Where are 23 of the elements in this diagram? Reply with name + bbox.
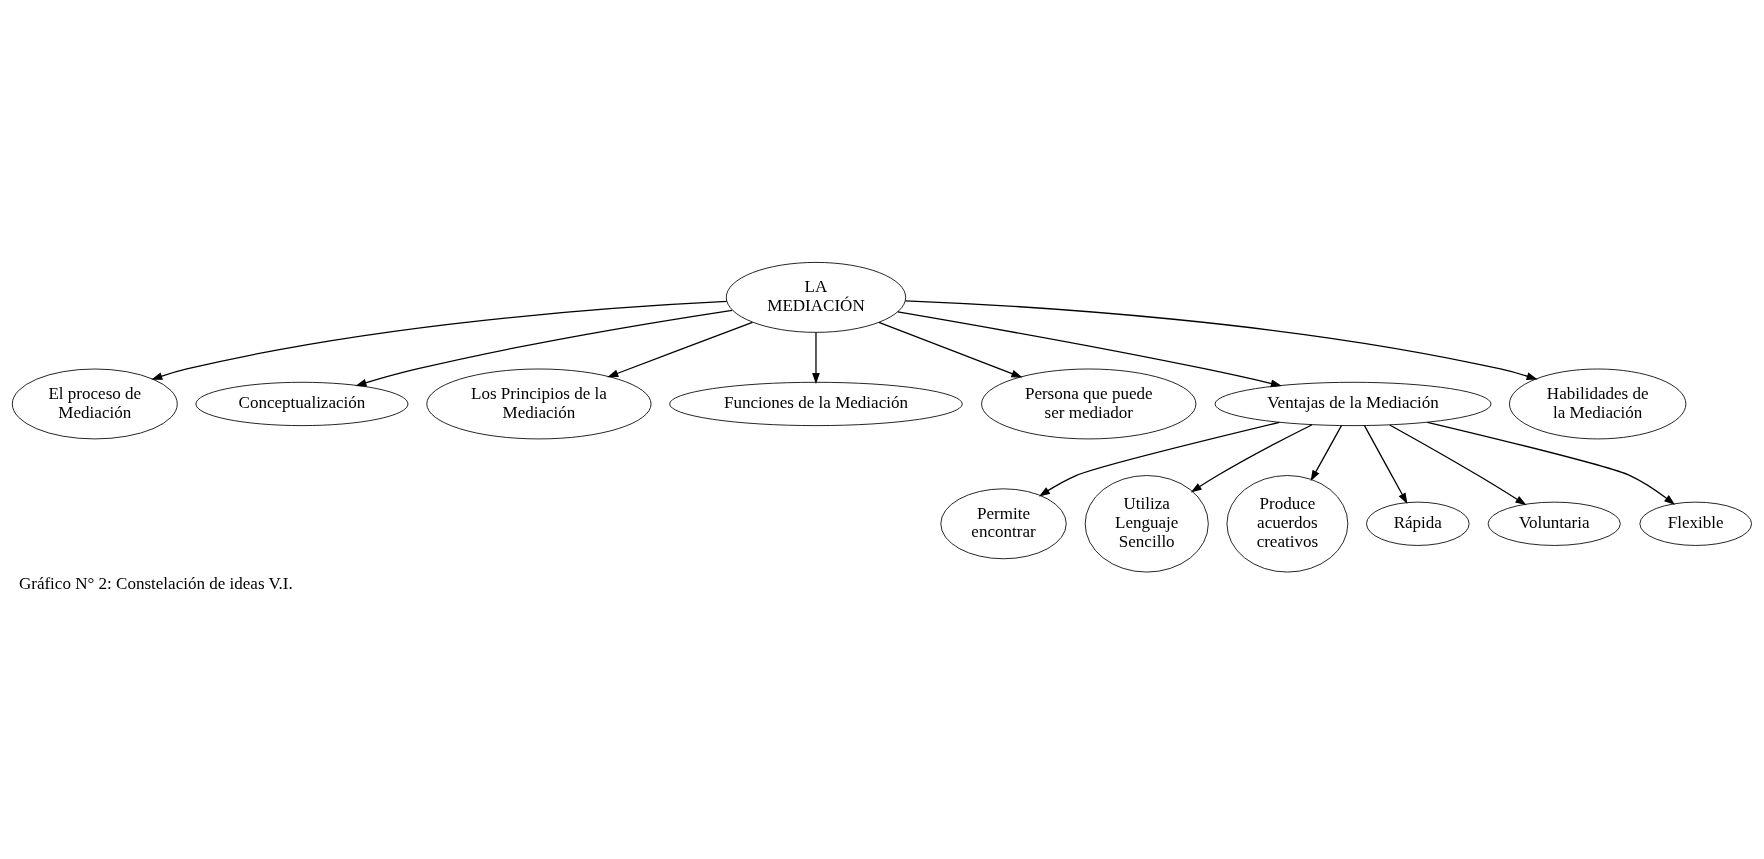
node-ellipse: LA MEDIACIÓN [725, 261, 907, 333]
node-ellipse: El proceso de Mediación [11, 368, 178, 439]
node-ellipse: Voluntaria [1487, 501, 1621, 546]
arrow [151, 300, 728, 380]
arrow [812, 331, 820, 384]
node-ellipse: Produce acuerdos creativos [1226, 474, 1349, 572]
arrow [1426, 421, 1676, 505]
arrow [897, 310, 1282, 387]
caption: Gráfico N° 2: Constelación de ideas V.I. [18, 573, 293, 593]
node-ellipse: Funciones de la Mediación [669, 381, 963, 426]
arrow [1038, 421, 1280, 496]
arrow [878, 321, 1023, 378]
node-ellipse: Rápida [1366, 501, 1470, 546]
node-ellipse: Conceptualización [195, 381, 409, 426]
arrow [355, 309, 733, 386]
arrow [1389, 423, 1527, 505]
arrow [607, 321, 754, 377]
arrow [1310, 424, 1343, 481]
arrow [1363, 424, 1408, 504]
node-ellipse: Flexible [1639, 501, 1752, 546]
arrow [1190, 423, 1313, 492]
arrow [904, 299, 1538, 380]
node-ellipse: Utiliza Lenguaje Sencillo [1084, 474, 1209, 572]
